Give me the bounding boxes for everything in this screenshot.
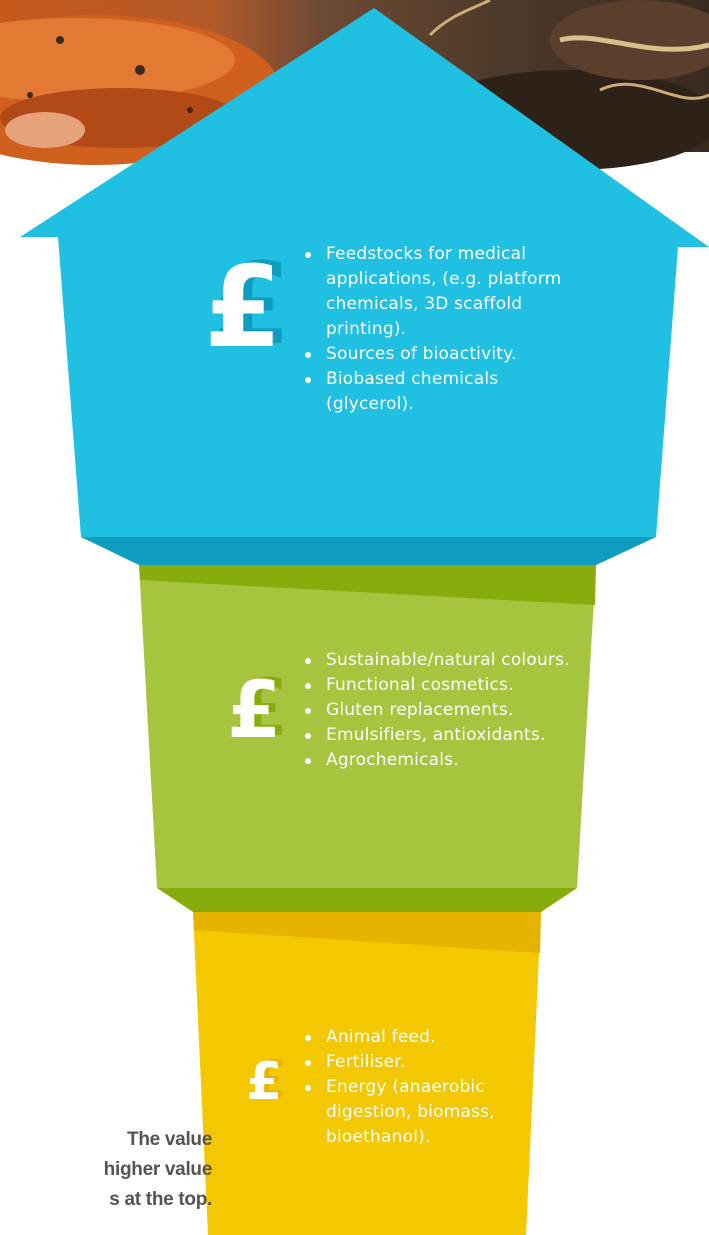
list-item: Biobased chemicals (glycerol). bbox=[302, 367, 562, 417]
bottom-tier-block bbox=[193, 912, 541, 1235]
list-item: Feedstocks for medical applications, (e.… bbox=[302, 242, 562, 342]
middle-tier-list: Sustainable/natural colours. Functional … bbox=[302, 648, 574, 773]
list-item: Animal feed. bbox=[302, 1025, 512, 1050]
list-item: Energy (anaerobic digestion, biomass, bi… bbox=[302, 1075, 512, 1150]
list-item: Functional cosmetics. bbox=[302, 673, 574, 698]
pound-symbol-top: £ £ bbox=[204, 240, 291, 373]
bottom-tier-list: Animal feed. Fertiliser. Energy (anaerob… bbox=[302, 1025, 512, 1150]
middle-tier-block bbox=[139, 565, 596, 912]
pound-symbol-middle: £ £ bbox=[227, 664, 289, 756]
list-item: Agrochemicals. bbox=[302, 748, 574, 773]
top-tier-block bbox=[20, 8, 709, 565]
list-item: Gluten replacements. bbox=[302, 698, 574, 723]
top-tier-list: Feedstocks for medical applications, (e.… bbox=[302, 242, 562, 417]
list-item: Fertiliser. bbox=[302, 1050, 512, 1075]
side-caption-line: The value bbox=[127, 1129, 212, 1150]
side-caption: The value higher value s at the top. bbox=[0, 1125, 213, 1215]
side-caption-line: higher value bbox=[103, 1159, 213, 1180]
pound-symbol-bottom: £ £ bbox=[246, 1050, 288, 1112]
list-item: Sustainable/natural colours. bbox=[302, 648, 574, 673]
list-item: Sources of bioactivity. bbox=[302, 342, 562, 367]
list-item: Emulsifiers, antioxidants. bbox=[302, 723, 574, 748]
side-caption-line: s at the top. bbox=[109, 1189, 212, 1210]
